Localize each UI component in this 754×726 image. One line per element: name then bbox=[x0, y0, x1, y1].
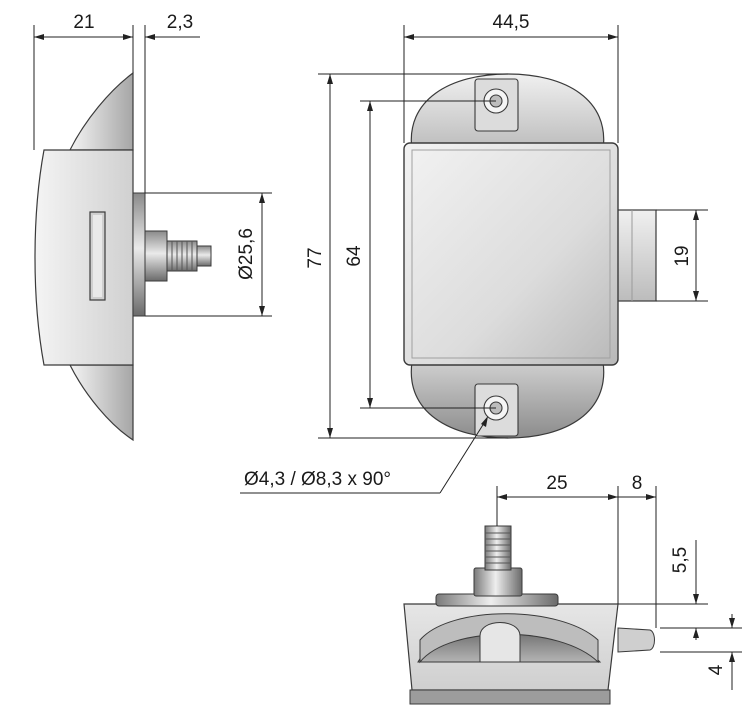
dim-side-flange: 2,3 bbox=[167, 12, 193, 33]
front-body bbox=[403, 142, 619, 366]
dim-side-diameter: Ø25,6 bbox=[236, 228, 257, 280]
top-mounting-hole bbox=[474, 78, 519, 132]
dim-bottom-length: 25 bbox=[546, 473, 567, 494]
dim-front-width: 44,5 bbox=[493, 12, 530, 33]
dim-bottom-pin-height: 5,5 bbox=[670, 547, 691, 573]
dim-front-height-total: 77 bbox=[305, 247, 326, 268]
bottom-bolt bbox=[617, 627, 655, 653]
dim-side-depth: 21 bbox=[73, 12, 94, 33]
dim-hole-spec: Ø4,3 / Ø8,3 x 90° bbox=[244, 469, 391, 490]
bottom-base-strip bbox=[409, 689, 611, 705]
bottom-mounting-hole bbox=[474, 383, 519, 437]
dim-bottom-bolt-thickness: 4 bbox=[706, 664, 727, 675]
side-view: 21 2,3 Ø25,6 bbox=[33, 12, 272, 442]
front-bolt bbox=[611, 209, 657, 302]
dim-front-hole-spacing: 64 bbox=[344, 245, 365, 267]
dim-bolt-width: 19 bbox=[672, 245, 693, 266]
dim-bottom-bolt-extension: 8 bbox=[632, 473, 643, 494]
side-flange bbox=[132, 192, 146, 317]
front-view: 44,5 77 64 19 Ø4,3 / Ø8,3 x 90° bbox=[240, 12, 708, 494]
bottom-view: 25 8 5,5 4 bbox=[403, 473, 742, 705]
